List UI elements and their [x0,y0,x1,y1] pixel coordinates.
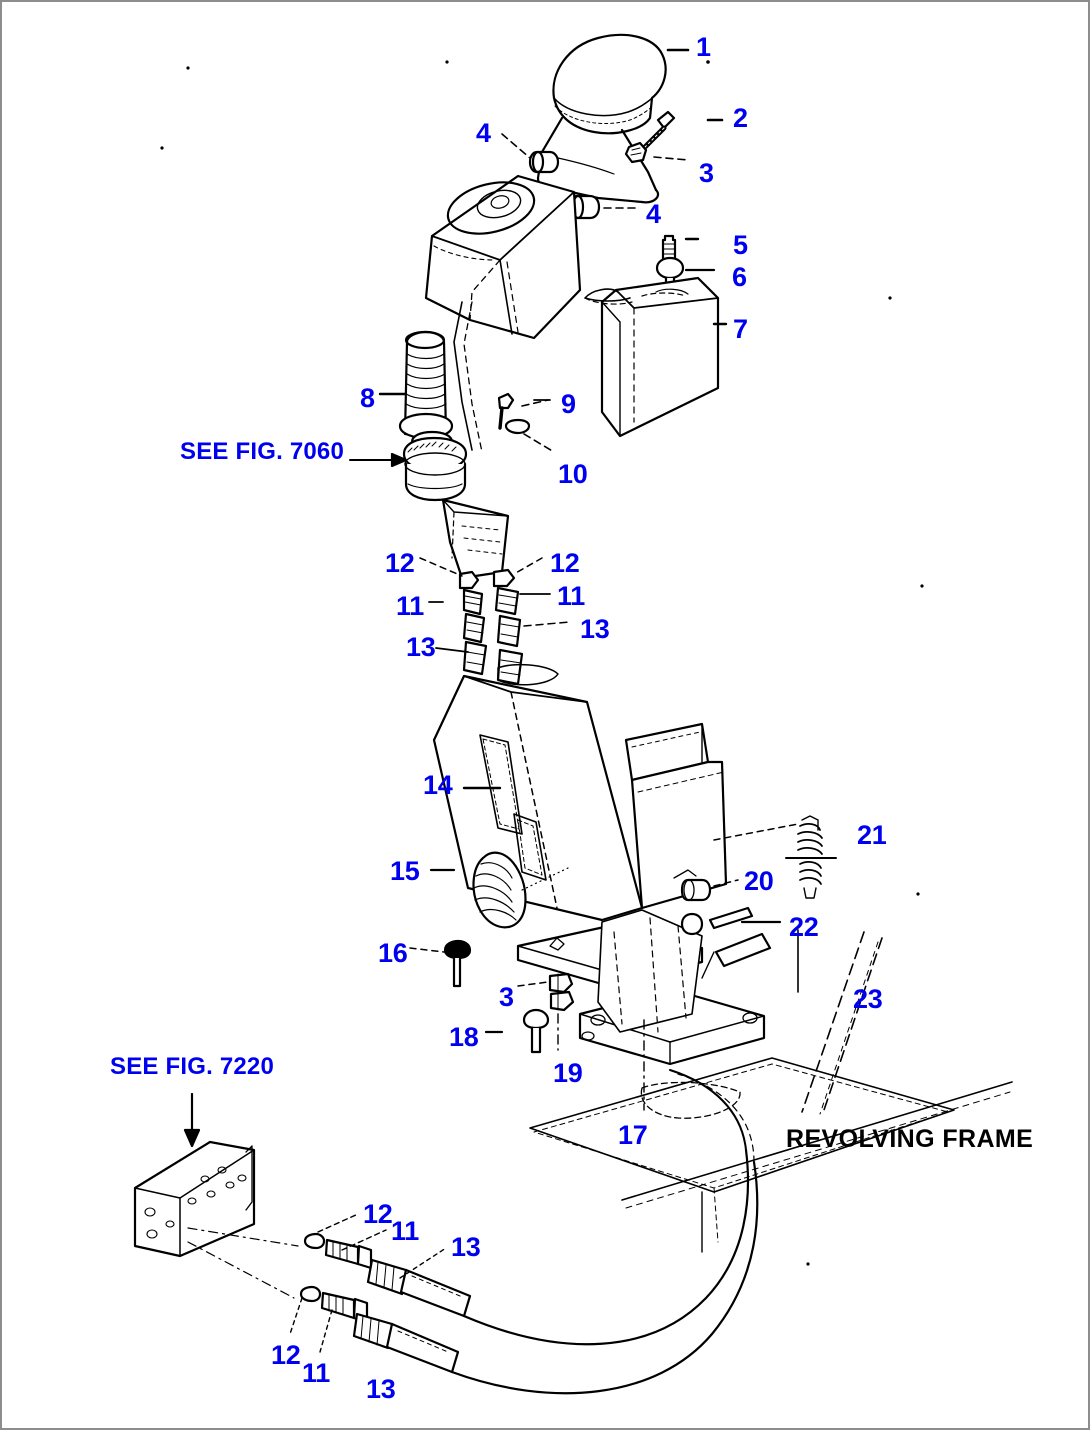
reference-label-ref-7060[interactable]: SEE FIG. 7060 [180,438,345,465]
callout-number-18: 18 [449,1022,479,1052]
callout-number-9: 9 [561,389,576,419]
callout-number-4: 4 [476,118,491,148]
callout-number-8: 8 [360,383,375,413]
callout-number-19: 19 [553,1058,583,1088]
callout-number-7: 7 [733,314,748,344]
leader-arrow-7060 [349,452,408,468]
part-3-nut-lower [548,972,575,1012]
joystick-upper-housing [424,174,582,340]
part-21-spring [785,815,837,899]
manifold-block-7220 [133,1092,256,1258]
callout-number-2: 2 [733,103,748,133]
callout-number-12: 12 [271,1340,301,1370]
callout-number-13: 13 [406,632,436,662]
part-14-support-column [432,663,728,922]
callout-number-12: 12 [363,1199,393,1229]
part-23-frame-edge [801,931,883,1115]
part-4-bushing-upper [528,150,560,174]
callout-number-13: 13 [451,1232,481,1262]
callout-number-11: 11 [396,591,424,621]
revolving-frame-plate [529,1057,1013,1253]
part-15-coil-spring [472,851,527,929]
bottom-fitting-lower [299,1160,759,1395]
annotation-revolving-frame: REVOLVING FRAME [786,1125,1034,1153]
callout-number-14: 14 [423,770,453,800]
part-22-pins [680,906,772,979]
part-9-bolt [497,392,515,430]
reference-label-ref-7220[interactable]: SEE FIG. 7220 [110,1053,275,1080]
part-3-nut-upper [624,141,648,164]
callout-number-20: 20 [744,866,774,896]
bottom-fitting-upper [303,1148,750,1346]
callout-number-1: 1 [696,32,711,62]
callout-number-3: 3 [699,158,714,188]
housing-connector [453,301,483,453]
callout-number-23: 23 [853,984,883,1014]
callout-number-11: 11 [302,1358,330,1388]
part-20-bushing [673,869,712,902]
callout-number-11: 11 [557,581,585,611]
callout-number-16: 16 [378,938,408,968]
part-7-console-cover [584,276,720,438]
callout-number-17: 17 [618,1120,648,1150]
part-19-screw [522,1008,550,1054]
callout-number-10: 10 [558,459,588,489]
pilot-valve-body [402,430,510,580]
callout-number-21: 21 [857,820,887,850]
callout-number-13: 13 [580,614,610,644]
callout-number-11: 11 [391,1216,419,1246]
part-8-boot-shaft [398,330,454,440]
callout-number-15: 15 [390,856,420,886]
callout-number-12: 12 [385,548,415,578]
callout-number-13: 13 [366,1374,396,1404]
part-1-lever-grip [536,33,667,204]
callout-number-22: 22 [789,912,819,942]
mounting-base-plate [516,909,766,1066]
callout-number-12: 12 [550,548,580,578]
part-16-screw [443,939,472,988]
callout-number-5: 5 [733,230,748,260]
callout-number-3: 3 [499,982,514,1012]
fitting-group-middle [458,568,524,686]
callout-number-4: 4 [646,199,661,229]
callout-number-6: 6 [732,262,747,292]
part-10-washer [504,418,531,435]
